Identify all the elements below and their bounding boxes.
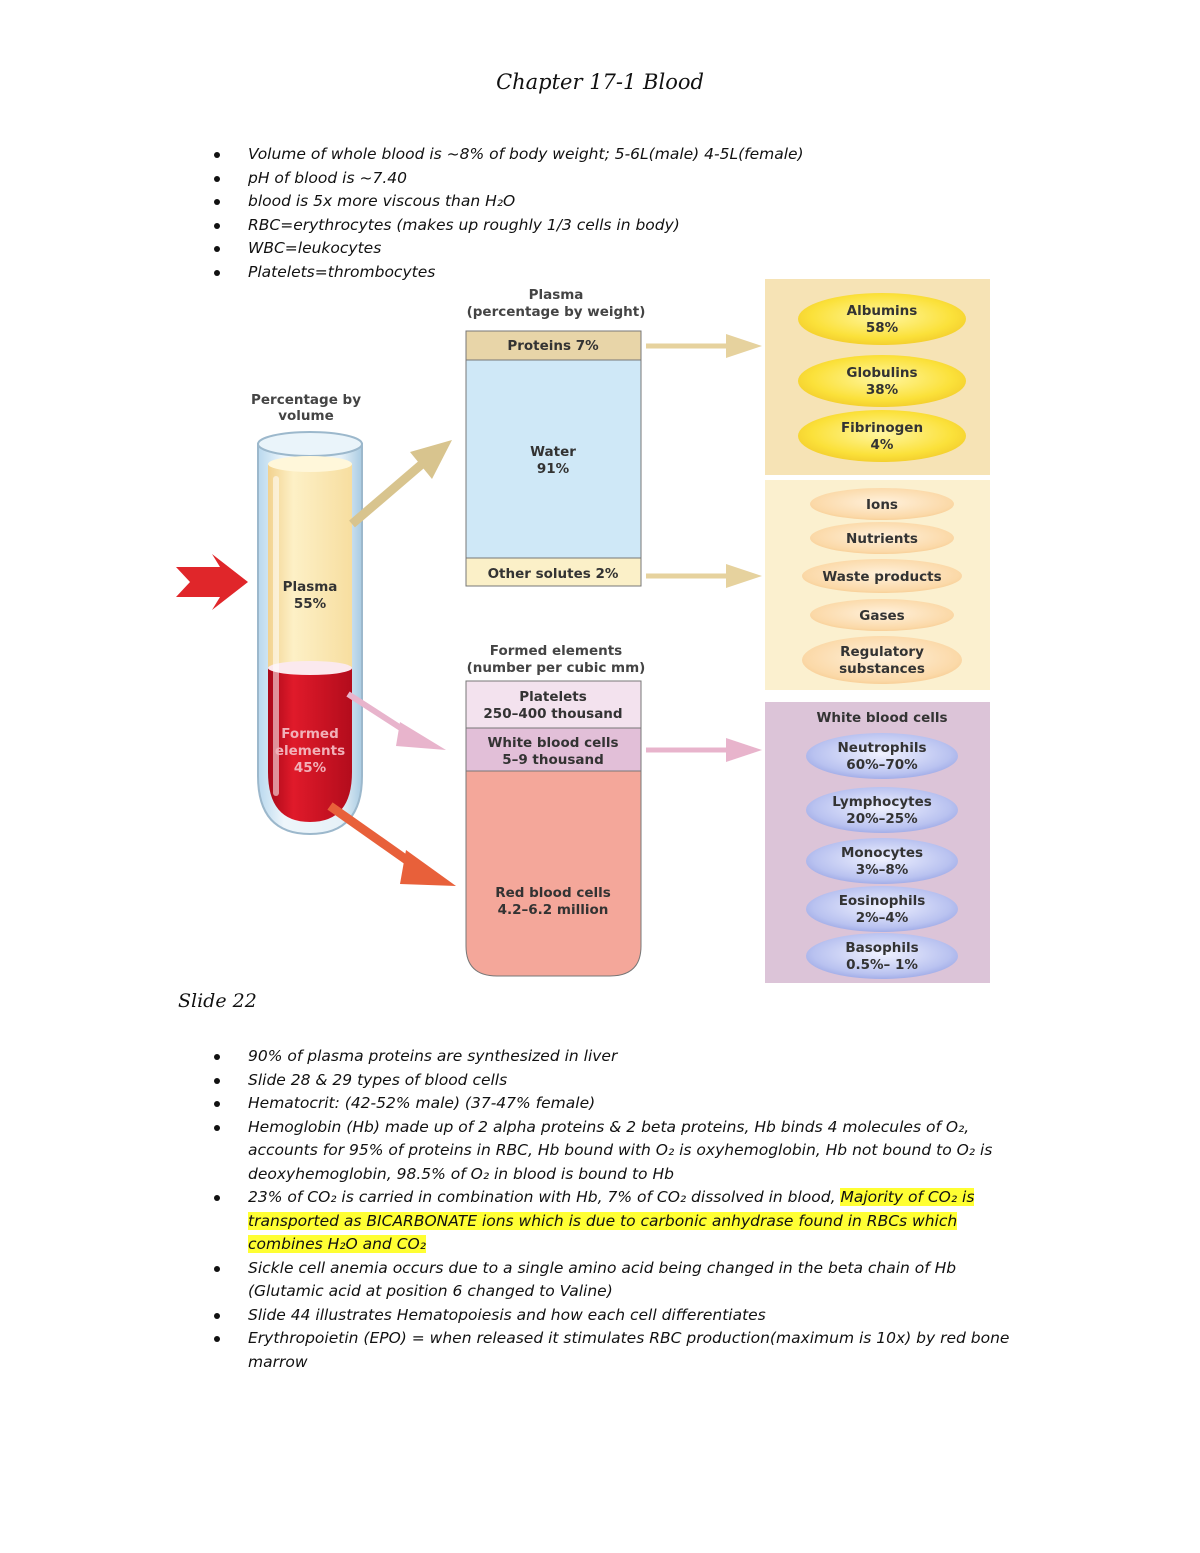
tan-arrow-to-plasma — [349, 440, 452, 528]
gases-oval: Gases — [810, 599, 954, 631]
lymphocytes-oval: Lymphocytes 20%–25% — [806, 787, 958, 833]
svg-text:58%: 58% — [866, 320, 899, 336]
svg-text:55%: 55% — [294, 596, 327, 612]
bullet-item: 90% of plasma proteins are synthesized i… — [214, 1045, 1022, 1069]
svg-text:Monocytes: Monocytes — [841, 845, 923, 861]
svg-text:Formed: Formed — [281, 726, 339, 742]
svg-text:Gases: Gases — [859, 608, 904, 624]
svg-text:4%: 4% — [871, 437, 894, 453]
intro-bullet-list: Volume of whole blood is ~8% of body wei… — [214, 143, 1034, 284]
notes-bullet-list: 90% of plasma proteins are synthesized i… — [214, 1045, 1022, 1374]
svg-text:substances: substances — [839, 661, 925, 677]
svg-text:Waste products: Waste products — [822, 569, 941, 585]
plasma-heading: Plasma — [529, 287, 584, 303]
tube-heading: Percentage by — [251, 392, 361, 408]
svg-text:Neutrophils: Neutrophils — [837, 740, 926, 756]
waste-products-oval: Waste products — [802, 559, 962, 593]
svg-text:Other solutes 2%: Other solutes 2% — [488, 566, 619, 582]
bullet-text: Hematocrit: (42-52% male) (37-47% female… — [248, 1094, 596, 1112]
red-pointer-arrow — [176, 554, 248, 610]
formed-elements-column: Platelets 250–400 thousand White blood c… — [465, 680, 642, 977]
svg-text:60%–70%: 60%–70% — [846, 757, 918, 773]
test-tube: Plasma 55% Formed elements 45% — [257, 431, 363, 836]
bullet-item: WBC=leukocytes — [214, 237, 1034, 261]
svg-text:Fibrinogen: Fibrinogen — [841, 420, 923, 436]
svg-text:Red blood cells: Red blood cells — [495, 885, 611, 901]
bullet-item: Volume of whole blood is ~8% of body wei… — [214, 143, 1034, 167]
orange-arrow-to-rbc — [327, 802, 456, 886]
svg-text:Proteins 7%: Proteins 7% — [507, 338, 599, 354]
bullet-item: Erythropoietin (EPO) = when released it … — [214, 1327, 1022, 1374]
slide-label: Slide 22 — [178, 990, 257, 1012]
bullet-text: Slide 28 & 29 types of blood cells — [248, 1070, 508, 1089]
svg-text:Nutrients: Nutrients — [846, 531, 918, 547]
bullet-item: Hemoglobin (Hb) made up of 2 alpha prote… — [214, 1116, 1022, 1187]
globulins-oval: Globulins 38% — [798, 355, 966, 407]
nutrients-oval: Nutrients — [810, 522, 954, 554]
svg-text:Globulins: Globulins — [846, 365, 917, 381]
albumins-oval: Albumins 58% — [798, 293, 966, 345]
page-title: Chapter 17-1 Blood — [496, 70, 704, 94]
bullet-item: pH of blood is ~7.40 — [214, 167, 1034, 191]
svg-text:Water: Water — [530, 444, 576, 460]
svg-text:4.2–6.2 million: 4.2–6.2 million — [498, 902, 609, 918]
svg-text:20%–25%: 20%–25% — [846, 811, 918, 827]
formed-heading: Formed elements — [490, 643, 622, 659]
bullet-text: 23% of CO₂ is carried in combination wit… — [248, 1188, 841, 1206]
fibrinogen-oval: Fibrinogen 4% — [798, 410, 966, 462]
svg-text:Basophils: Basophils — [845, 940, 918, 956]
svg-text:2%–4%: 2%–4% — [856, 910, 909, 926]
regulatory-substances-oval: Regulatory substances — [802, 636, 962, 684]
wbc-panel-heading: White blood cells — [816, 710, 947, 726]
tube-heading-sub: volume — [278, 408, 334, 424]
tan-arrow-to-solutes — [646, 564, 762, 588]
svg-text:White blood cells: White blood cells — [487, 735, 618, 751]
svg-text:Lymphocytes: Lymphocytes — [832, 794, 932, 810]
svg-text:Plasma: Plasma — [283, 579, 338, 595]
svg-text:Regulatory: Regulatory — [840, 644, 924, 660]
svg-text:3%–8%: 3%–8% — [856, 862, 909, 878]
bullet-item: Platelets=thrombocytes — [214, 261, 1034, 285]
bullet-item: RBC=erythrocytes (makes up roughly 1/3 c… — [214, 214, 1034, 238]
ions-oval: Ions — [810, 488, 954, 520]
bullet-text: 90% of plasma proteins are synthesized i… — [248, 1047, 618, 1065]
monocytes-oval: Monocytes 3%–8% — [806, 838, 958, 884]
bullet-item: Sickle cell anemia occurs due to a singl… — [214, 1257, 1022, 1304]
bullet-item: Slide 28 & 29 types of blood cells — [214, 1069, 1022, 1093]
svg-text:38%: 38% — [866, 382, 899, 398]
bullet-item: Hematocrit: (42-52% male) (37-47% female… — [214, 1092, 1022, 1116]
svg-text:elements: elements — [275, 743, 345, 759]
pink-arrow-to-formed — [346, 691, 446, 750]
plasma-heading-sub: (percentage by weight) — [467, 304, 646, 320]
svg-text:0.5%– 1%: 0.5%– 1% — [846, 957, 918, 973]
bullet-text: Hemoglobin (Hb) made up of 2 alpha prote… — [248, 1117, 993, 1183]
bullet-item: blood is 5x more viscous than H₂O — [214, 190, 1034, 214]
eosinophils-oval: Eosinophils 2%–4% — [806, 886, 958, 932]
neutrophils-oval: Neutrophils 60%–70% — [806, 733, 958, 779]
plasma-column: Proteins 7% Water 91% Other solutes 2% — [465, 330, 642, 587]
svg-text:91%: 91% — [537, 461, 570, 477]
svg-text:250–400 thousand: 250–400 thousand — [483, 706, 622, 722]
bullet-item: Slide 44 illustrates Hematopoiesis and h… — [214, 1304, 1022, 1328]
svg-text:Eosinophils: Eosinophils — [839, 893, 926, 909]
bullet-text: Slide 44 illustrates Hematopoiesis and h… — [248, 1305, 766, 1324]
bullet-item: 23% of CO₂ is carried in combination wit… — [214, 1186, 1022, 1257]
svg-text:5–9 thousand: 5–9 thousand — [502, 752, 604, 768]
svg-text:Ions: Ions — [866, 497, 898, 513]
pink-arrow-to-wbc — [646, 738, 762, 762]
tan-arrow-to-proteins — [646, 334, 762, 358]
blood-composition-diagram: Albumins 58% Globulins 38% Fibrinogen 4%… — [176, 279, 990, 983]
svg-text:45%: 45% — [294, 760, 327, 776]
basophils-oval: Basophils 0.5%– 1% — [806, 933, 958, 979]
formed-heading-sub: (number per cubic mm) — [467, 660, 646, 676]
bullet-text: Sickle cell anemia occurs due to a singl… — [248, 1258, 957, 1301]
bullet-text: Erythropoietin (EPO) = when released it … — [248, 1329, 1010, 1371]
svg-text:Platelets: Platelets — [519, 689, 587, 705]
svg-text:Albumins: Albumins — [847, 303, 918, 319]
